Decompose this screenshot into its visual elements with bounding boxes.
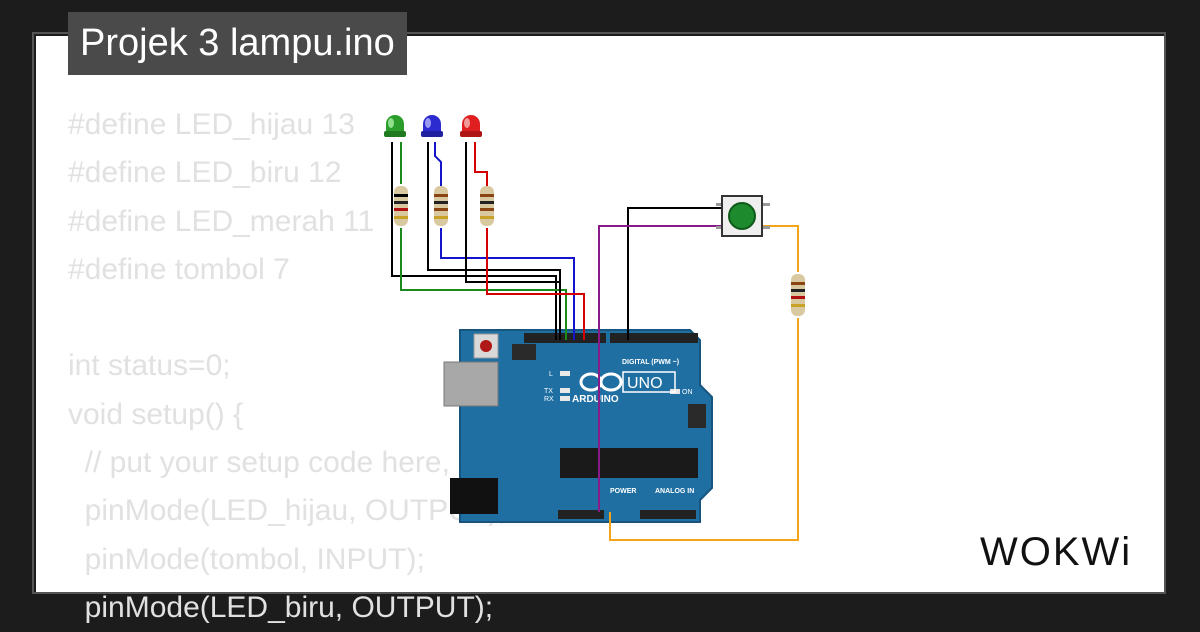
icsp-right — [688, 404, 706, 428]
wires — [391, 142, 799, 541]
arduino-logo-text: ARDUINO — [572, 394, 619, 405]
usb-port — [443, 361, 499, 407]
wire-red-top[interactable] — [474, 142, 488, 186]
resistor-green[interactable] — [394, 186, 408, 226]
power-label: POWER — [610, 488, 636, 495]
analog-label: ANALOG IN — [655, 488, 694, 495]
code-line: pinMode(tombol, INPUT); — [68, 542, 425, 576]
icsp-header — [512, 344, 536, 360]
page-title: Projek 3 lampu.ino — [68, 12, 407, 75]
digital-header-right — [610, 333, 698, 343]
wire-purple-5v[interactable] — [598, 225, 724, 512]
arduino-uno-board[interactable]: ARDUINO UNO DIGITAL (PWM ~) POWER ANALOG… — [443, 329, 713, 523]
power-header — [558, 510, 604, 519]
digital-label: DIGITAL (PWM ~) — [622, 359, 679, 366]
tx-led — [560, 388, 570, 393]
led-blue[interactable] — [421, 115, 443, 137]
wire-black-button[interactable] — [627, 207, 724, 340]
analog-header — [640, 510, 696, 519]
wire-orange-top[interactable] — [762, 225, 799, 272]
code-line: #define LED_hijau 13 — [68, 108, 355, 141]
rx-led — [560, 396, 570, 401]
wire-black-green-led[interactable] — [391, 142, 557, 340]
wire-black-blue-led[interactable] — [427, 142, 561, 340]
wire-black-red-led[interactable] — [465, 142, 560, 283]
code-line: pinMode(LED_biru, OUTPUT); — [68, 590, 494, 624]
arduino-logo-icon — [579, 372, 623, 392]
wire-blue-top[interactable] — [434, 142, 442, 186]
brand-text: WOKWi — [980, 530, 1132, 574]
code-line: #define tombol 7 — [68, 252, 290, 286]
code-line: int status=0; — [68, 349, 231, 383]
l-label: L — [549, 371, 553, 378]
tx-label: TX — [544, 388, 553, 395]
wokwi-logo: WOKWi — [980, 527, 1150, 580]
resistor-blue[interactable] — [434, 186, 448, 226]
l-led — [560, 371, 570, 376]
on-label: ON — [682, 389, 693, 396]
code-line: void setup() { — [68, 397, 244, 431]
led-red[interactable] — [460, 115, 482, 137]
power-jack — [450, 478, 498, 514]
resistor-button[interactable] — [791, 274, 805, 316]
wire-blue-bottom[interactable] — [440, 228, 575, 340]
atmega-chip — [560, 448, 698, 478]
uno-label: UNO — [627, 375, 663, 392]
rx-label: RX — [544, 396, 554, 403]
code-line: #define LED_biru 12 — [68, 156, 342, 190]
led-green[interactable] — [384, 115, 406, 137]
button-cap — [728, 202, 756, 230]
pushbutton[interactable] — [716, 195, 770, 237]
wire-orange-bottom[interactable] — [609, 318, 799, 541]
wire-red-bottom[interactable] — [486, 228, 585, 340]
reset-button-cap — [480, 340, 492, 352]
wire-green-bottom[interactable] — [400, 228, 567, 340]
code-line: #define LED_merah 11 — [68, 204, 375, 238]
uno-badge — [622, 371, 676, 393]
resistor-red[interactable] — [480, 186, 494, 226]
